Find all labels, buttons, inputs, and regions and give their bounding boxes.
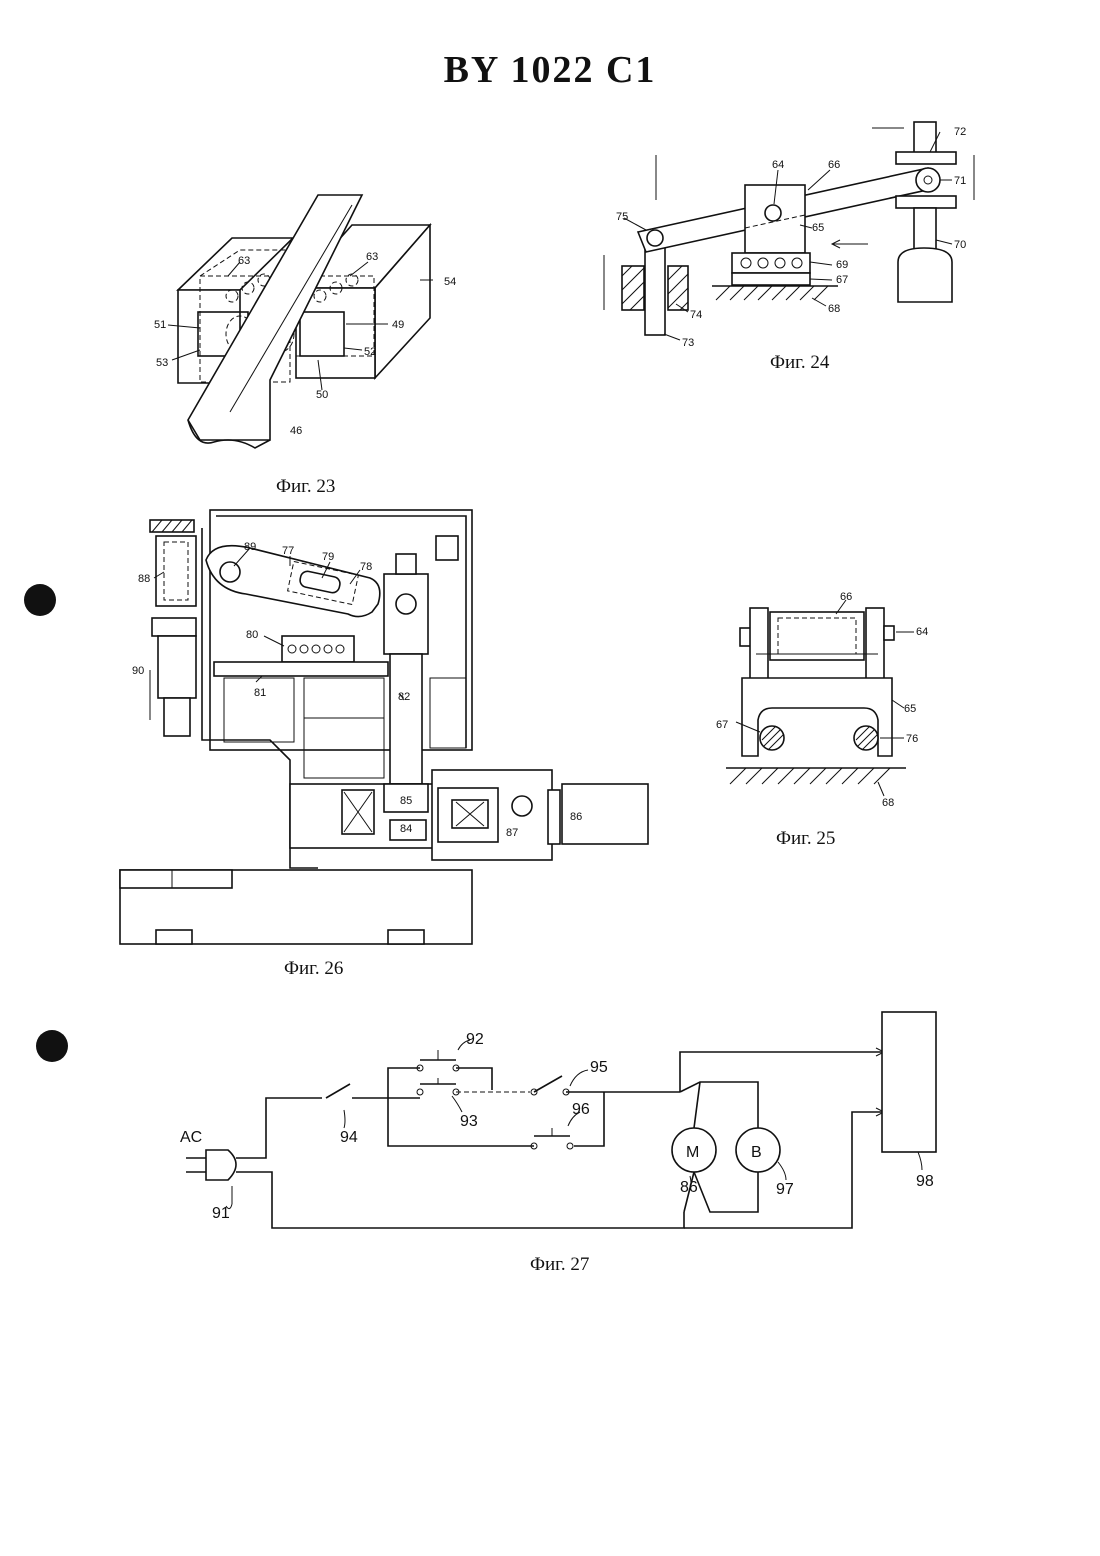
punch-holes (0, 0, 1100, 1556)
patent-drawing-sheet: BY 1022 C1 63 63 54 (0, 0, 1100, 1556)
